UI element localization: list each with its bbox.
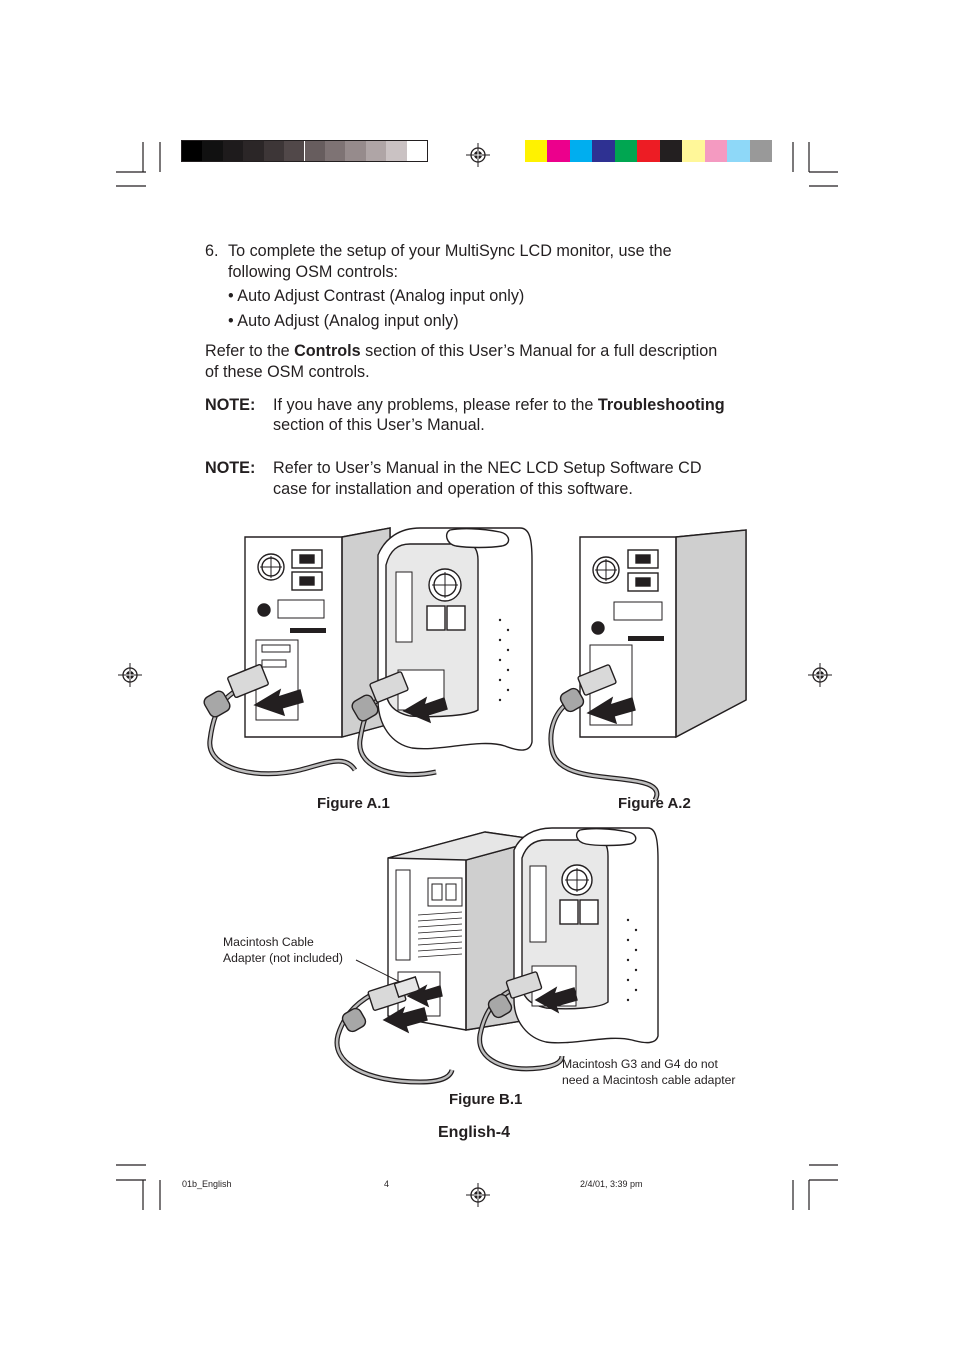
- step-text-line2: following OSM controls:: [228, 263, 399, 281]
- color-swatch: [659, 140, 683, 162]
- color-swatch: [727, 140, 750, 162]
- color-swatch: [749, 140, 772, 162]
- g3-label-line1: Macintosh G3 and G4 do not: [562, 1057, 718, 1071]
- color-swatch: [386, 141, 407, 161]
- bullet-text: Auto Adjust (Analog input only): [237, 312, 459, 330]
- color-swatch: [324, 141, 346, 161]
- color-swatch: [222, 141, 244, 161]
- figure-a2-caption: Figure A.2: [618, 795, 691, 812]
- color-swatch: [406, 141, 427, 161]
- process-color-bar: [525, 140, 772, 162]
- color-swatch: [637, 140, 660, 162]
- adapter-label-line1: Macintosh Cable: [223, 935, 314, 949]
- color-swatch: [614, 140, 638, 162]
- color-swatch: [284, 141, 305, 161]
- refer-paragraph: Refer to the Controls section of this Us…: [205, 341, 717, 362]
- refer-controls-bold: Controls: [294, 342, 361, 360]
- adapter-label-line2: Adapter (not included): [223, 951, 343, 965]
- color-swatch: [569, 140, 593, 162]
- color-swatch: [182, 141, 203, 161]
- refer-prefix: Refer to the: [205, 342, 295, 360]
- color-swatch: [243, 141, 264, 161]
- figure-b1-caption: Figure B.1: [449, 1091, 523, 1108]
- registration-mark-left: [118, 663, 142, 687]
- color-swatch: [202, 141, 223, 161]
- color-swatch: [304, 141, 325, 161]
- step-text-line1: To complete the setup of your MultiSync …: [228, 242, 672, 260]
- note2-label: NOTE:: [205, 459, 256, 477]
- color-swatch: [263, 141, 285, 161]
- page-label: English-4: [438, 1124, 511, 1141]
- bullet-item: • Auto Adjust Contrast (Analog input onl…: [228, 287, 525, 305]
- figure-a1-caption: Figure A.1: [317, 795, 390, 812]
- g3-label-line2: need a Macintosh cable adapter: [562, 1073, 736, 1087]
- note2-line1: Refer to User’s Manual in the NEC LCD Se…: [273, 459, 702, 477]
- color-swatch: [592, 140, 615, 162]
- color-swatch: [345, 141, 366, 161]
- note2-line2: case for installation and operation of t…: [273, 480, 633, 498]
- color-swatch: [547, 140, 570, 162]
- note1-label: NOTE:: [205, 396, 256, 414]
- color-swatch: [682, 140, 705, 162]
- color-swatch: [365, 141, 387, 161]
- slug-date: 2/4/01, 3:39 pm: [580, 1179, 643, 1189]
- refer-line2: of these OSM controls.: [205, 363, 370, 381]
- slug-page: 4: [384, 1179, 390, 1189]
- color-swatch: [525, 140, 548, 162]
- registration-mark-right: [808, 663, 832, 687]
- registration-mark-bottom: [466, 1183, 490, 1207]
- slug-file: 01b_English: [182, 1179, 232, 1189]
- bullet-text: Auto Adjust Contrast (Analog input only): [237, 287, 525, 305]
- bullet-item: • Auto Adjust (Analog input only): [228, 312, 459, 330]
- refer-suffix: section of this User’s Manual for a full…: [360, 342, 718, 360]
- note1-line1: If you have any problems, please refer t…: [273, 395, 725, 416]
- registration-mark-top: [466, 143, 490, 167]
- color-swatch: [704, 140, 728, 162]
- note1-prefix: If you have any problems, please refer t…: [273, 396, 598, 414]
- note1-troubleshooting-bold: Troubleshooting: [597, 396, 725, 414]
- grayscale-color-bar: [181, 140, 428, 162]
- note1-line2: section of this User’s Manual.: [273, 416, 485, 434]
- step-number: 6.: [205, 242, 219, 260]
